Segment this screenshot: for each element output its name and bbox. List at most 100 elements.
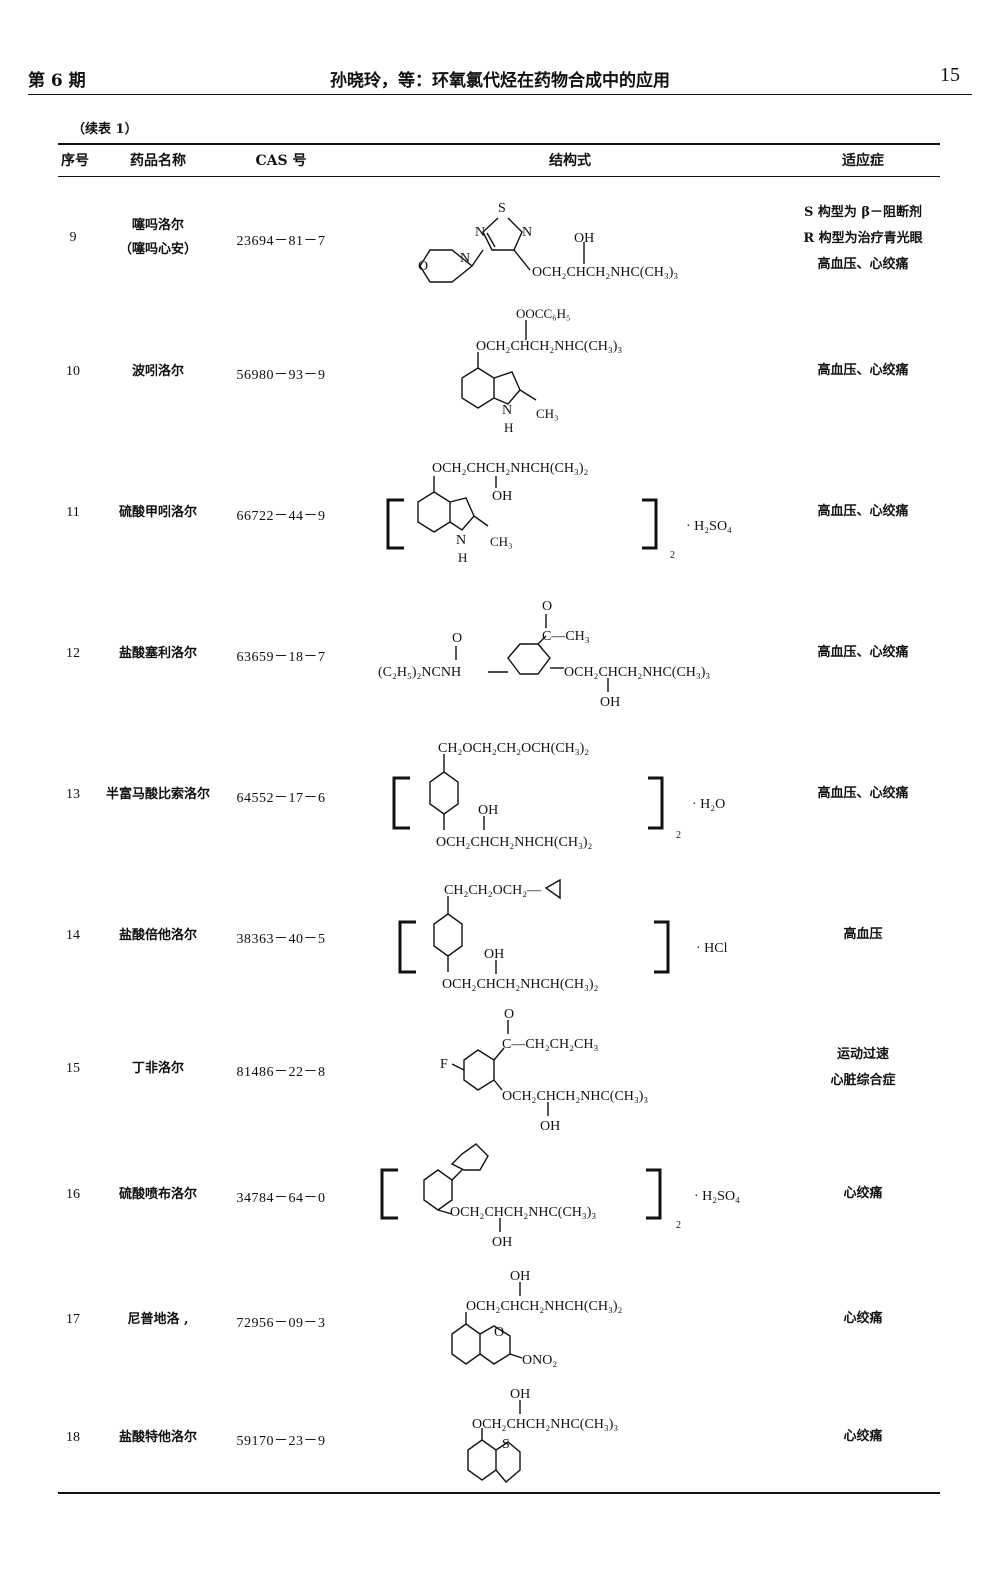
- indication: 心绞痛: [843, 1429, 883, 1444]
- cas-number: 66722－44－9: [236, 509, 326, 524]
- drug-name: 尼普地洛 ,: [127, 1312, 189, 1327]
- salt-label: · HCl: [696, 941, 728, 956]
- cas-number: 56980－93－9: [236, 368, 326, 383]
- side-chain-label: OCH₂CHCH₂NHC(CH₃)₃: [532, 265, 678, 280]
- structure-tertatolol-hydrochloride: OH OCH₂CHCH₂NHC(CH₃)₃ S: [467, 1387, 618, 1483]
- cas-number: 34784－64－0: [236, 1191, 326, 1206]
- methyl-label: CH₃: [536, 406, 559, 421]
- side-chain-label: OCH₂CHCH₂NHCH(CH₃)₂: [442, 977, 599, 992]
- drug-name: 半富马酸比索洛尔: [105, 787, 210, 802]
- nitrogen-label: N: [522, 225, 532, 240]
- cas-number: 63659－18－7: [236, 650, 326, 665]
- row-number: 17: [66, 1312, 80, 1327]
- methyl-label: CH₃: [490, 534, 513, 549]
- side-chain-label: OCH₂CHCH₂NHCH(CH₃)₂: [432, 461, 589, 476]
- acyl-label: C—CH₂CH₂CH₃: [502, 1037, 598, 1052]
- indication: 高血压、心绞痛: [817, 363, 909, 378]
- structure-bopindolol: OOCC₆H₅ OCH₂CHCH₂NHC(CH₃)₃ N H CH₃: [461, 306, 622, 435]
- table-continued-label: （续表 1）: [72, 122, 138, 137]
- drug-name: 硫酸喷布洛尔: [118, 1187, 197, 1202]
- page-number: 15: [940, 64, 960, 86]
- side-chain-label: OCH₂CHCH₂NHC(CH₃)₃: [476, 339, 622, 354]
- table-header-rule: [58, 176, 940, 177]
- side-chain-label: OCH₂CHCH₂NHCH(CH₃)₂: [436, 835, 593, 850]
- acetyl-label: C—CH₃: [542, 629, 590, 644]
- hydroxyl-label: OH: [492, 1235, 512, 1250]
- header-rule: [28, 94, 972, 95]
- nitrate-label: ONO₂: [522, 1353, 557, 1368]
- hydroxyl-label: OH: [484, 947, 504, 962]
- column-header-indication: 适应症: [842, 153, 884, 169]
- drug-name: 硫酸甲吲洛尔: [118, 505, 197, 520]
- cas-number: 23694－81－7: [236, 234, 326, 249]
- drug-name: 波吲洛尔: [131, 364, 184, 379]
- side-chain-label: OCH₂CHCH₂NHC(CH₃)₃: [450, 1205, 596, 1220]
- urea-oxygen-label: O: [452, 631, 462, 646]
- structure-butofilolol: O C—CH₂CH₂CH₃ F OCH₂CHCH₂NHC(CH₃)₃ OH: [440, 1007, 648, 1134]
- sulfur-label: S: [498, 201, 506, 216]
- indication: 高血压、心绞痛: [817, 786, 909, 801]
- indication: 高血压、心绞痛: [817, 645, 909, 660]
- cas-number: 59170－23－9: [236, 1434, 326, 1449]
- structure-timolol: S N N N O OH OCH₂CHCH₂NHC(CH₃)₃: [418, 201, 678, 283]
- structure-celiprolol: O C—CH₃ O (C₂H₅)₂NCNH OCH₂CHCH₂NHC(CH₃)₃…: [378, 599, 710, 710]
- structure-penbutolol-sulfate: OCH₂CHCH₂NHC(CH₃)₃ OH 2 · H₂SO₄: [380, 1143, 740, 1250]
- row-number: 18: [66, 1430, 80, 1445]
- structure-bisoprolol-hemifumarate: CH₂OCH₂CH₂OCH(CH₃)₂ OH OCH₂CHCH₂NHCH(CH₃…: [392, 741, 725, 850]
- row-number: 14: [66, 928, 80, 943]
- oxygen-label: O: [418, 259, 428, 274]
- structure-nipradilol: OH OCH₂CHCH₂NHCH(CH₃)₂ O ONO₂: [451, 1269, 623, 1368]
- nitrogen-label: N: [475, 225, 485, 240]
- drug-name: 丁非洛尔: [131, 1061, 184, 1076]
- row-number: 15: [66, 1061, 80, 1076]
- structure-mepindolol-sulfate: OCH₂CHCH₂NHCH(CH₃)₂ OH N H CH₃ 2 · H₂SO₄: [386, 461, 732, 565]
- table-top-rule: [58, 143, 940, 145]
- cas-number: 81486－22－8: [236, 1065, 326, 1080]
- nitrogen-label: N: [502, 403, 512, 418]
- drug-name: 盐酸特他洛尔: [118, 1430, 197, 1445]
- column-header-cas: CAS 号: [255, 153, 307, 169]
- drug-name: 盐酸塞利洛尔: [118, 646, 197, 661]
- ether-chain-label: CH₂CH₂OCH₂—: [444, 883, 542, 898]
- salt-label: · H₂O: [692, 797, 725, 812]
- structure-betaxolol-hydrochloride: CH₂CH₂OCH₂— OH OCH₂CHCH₂NHCH(CH₃)₂ · HCl: [398, 878, 728, 992]
- salt-label: · H₂SO₄: [686, 519, 732, 534]
- running-title: 孙晓玲，等：环氧氯代烃在药物合成中的应用: [330, 71, 670, 91]
- hydroxyl-label: OH: [478, 803, 498, 818]
- subscript-count: 2: [676, 830, 681, 841]
- sulfur-label: S: [502, 1437, 510, 1452]
- column-header-structure: 结构式: [549, 153, 591, 169]
- salt-label: · H₂SO₄: [694, 1189, 740, 1204]
- column-header-drug-name: 药品名称: [130, 153, 186, 169]
- subscript-count: 2: [676, 1220, 681, 1231]
- side-chain-label: OCH₂CHCH₂NHC(CH₃)₃: [502, 1089, 648, 1104]
- side-chain-label: OCH₂CHCH₂NHC(CH₃)₃: [564, 665, 710, 680]
- subscript-count: 2: [670, 550, 675, 561]
- cas-number: 64552－17－6: [236, 791, 326, 806]
- journal-issue: 第 6 期: [28, 71, 86, 91]
- hydroxyl-label: OH: [574, 231, 594, 246]
- urea-group-label: (C₂H₅)₂NCNH: [378, 665, 461, 680]
- indication: 心绞痛: [843, 1186, 883, 1201]
- fluorine-label: F: [440, 1057, 448, 1072]
- row-number: 12: [66, 646, 80, 661]
- row-number: 16: [66, 1187, 80, 1202]
- cas-number: 38363－40－5: [236, 932, 326, 947]
- table-bottom-rule: [58, 1492, 940, 1494]
- hydrogen-label: H: [458, 550, 467, 565]
- cas-number: 72956－09－3: [236, 1316, 326, 1331]
- ester-label: OOCC₆H₅: [516, 306, 571, 321]
- carbonyl-oxygen-label: O: [542, 599, 552, 614]
- hydroxyl-label: OH: [540, 1119, 560, 1134]
- row-number: 9: [69, 230, 77, 245]
- row-number: 11: [66, 505, 80, 520]
- hydroxyl-label: OH: [510, 1269, 530, 1284]
- indication: 高血压、心绞痛: [817, 504, 909, 519]
- side-chain-label: OCH₂CHCH₂NHC(CH₃)₃: [472, 1417, 618, 1432]
- row-number: 13: [66, 787, 80, 802]
- ether-chain-label: CH₂OCH₂CH₂OCH(CH₃)₂: [438, 741, 589, 756]
- hydrogen-label: H: [504, 420, 513, 435]
- nitrogen-label: N: [460, 251, 470, 266]
- indication: 高血压: [843, 927, 883, 942]
